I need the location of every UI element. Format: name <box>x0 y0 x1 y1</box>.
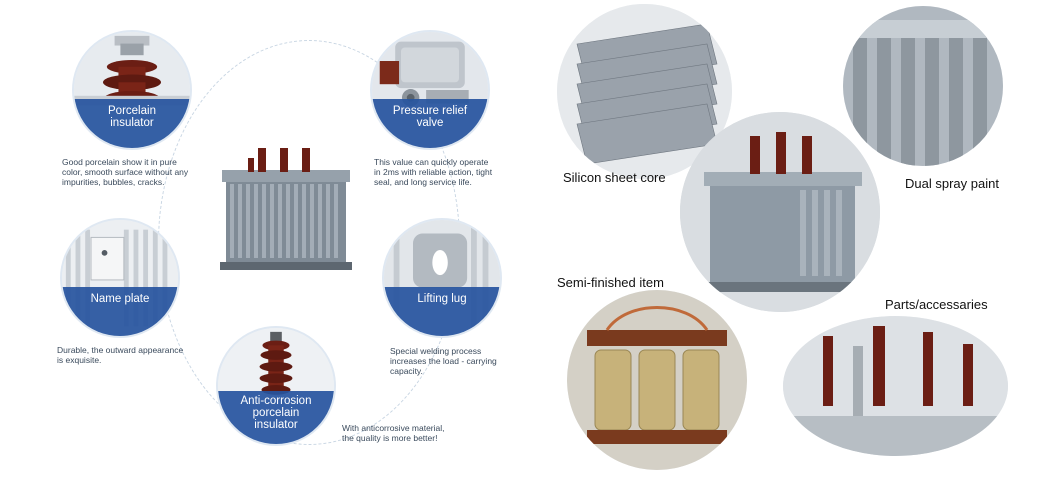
lifting-lug-circle: Lifting lug <box>382 218 502 338</box>
porcelain-insulator-band: Porcelain insulator <box>74 99 190 148</box>
semi-finished-item-photo <box>567 290 747 470</box>
transformer-photo <box>680 112 880 312</box>
pressure-relief-valve-label: Pressure relief valve <box>392 105 468 130</box>
anti-corrosion-insulator-band: Anti-corrosion porcelain insulator <box>218 390 334 444</box>
name-plate-description: Durable, the outward appearance is exqui… <box>57 345 184 365</box>
semi-finished-item-label: Semi-finished item <box>557 275 664 290</box>
parts-accessories-photo <box>783 316 1008 456</box>
features-panel: Porcelain insulator Good porcelain show … <box>57 30 502 446</box>
bushings-image <box>783 316 1008 456</box>
lifting-lug-band: Lifting lug <box>384 287 500 336</box>
silicon-sheet-core-label: Silicon sheet core <box>563 170 666 185</box>
lifting-lug-description: Special welding process increases the lo… <box>390 346 497 376</box>
name-plate-label: Name plate <box>90 293 150 306</box>
coil-assembly-image <box>567 290 747 470</box>
anti-corrosion-insulator-circle: Anti-corrosion porcelain insulator <box>216 326 336 446</box>
transformer-product-image <box>220 148 352 270</box>
name-plate-band: Name plate <box>62 287 178 336</box>
porcelain-insulator-label: Porcelain insulator <box>108 105 156 130</box>
porcelain-insulator-description: Good porcelain show it in pure color, sm… <box>62 157 189 187</box>
pressure-relief-valve-description: This value can quickly operate in 2ms wi… <box>374 157 493 187</box>
dual-spray-paint-label: Dual spray paint <box>905 176 999 191</box>
components-panel: Silicon sheet core Dual spray paint Semi… <box>545 0 1059 482</box>
lifting-lug-label: Lifting lug <box>417 293 467 306</box>
anti-corrosion-insulator-description: With anticorrosive material, the quality… <box>342 423 445 443</box>
pressure-relief-valve-circle: Pressure relief valve <box>370 30 490 150</box>
porcelain-insulator-circle: Porcelain insulator <box>72 30 192 150</box>
parts-accessories-label: Parts/accessaries <box>885 297 988 312</box>
pressure-relief-valve-band: Pressure relief valve <box>372 99 488 148</box>
anti-corrosion-insulator-label: Anti-corrosion porcelain insulator <box>240 394 312 431</box>
name-plate-circle: Name plate <box>60 218 180 338</box>
transformer-assembly-image <box>680 112 880 312</box>
